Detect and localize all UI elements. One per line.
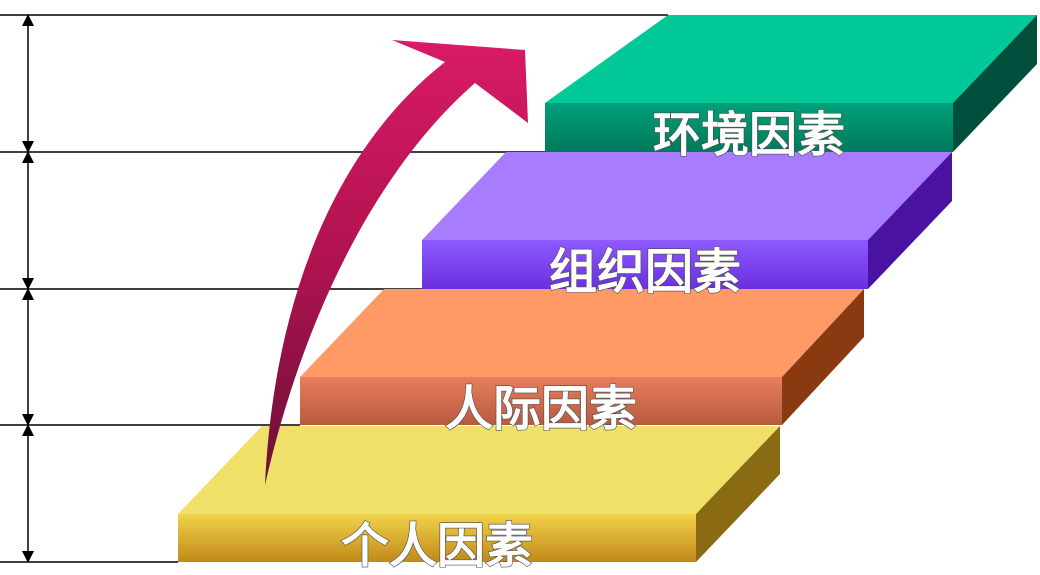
step-top-face bbox=[300, 289, 864, 377]
step-label: 组织因素 bbox=[549, 244, 741, 300]
step-top-face bbox=[545, 15, 1037, 103]
step-label: 人际因素 bbox=[445, 381, 637, 437]
step-2: 组织因素 bbox=[422, 152, 952, 300]
step-top-face bbox=[422, 152, 952, 240]
step-label: 个人因素 bbox=[341, 518, 533, 574]
step-3: 环境因素 bbox=[545, 15, 1037, 163]
step-1: 人际因素 bbox=[300, 289, 864, 437]
step-label: 环境因素 bbox=[653, 107, 845, 163]
